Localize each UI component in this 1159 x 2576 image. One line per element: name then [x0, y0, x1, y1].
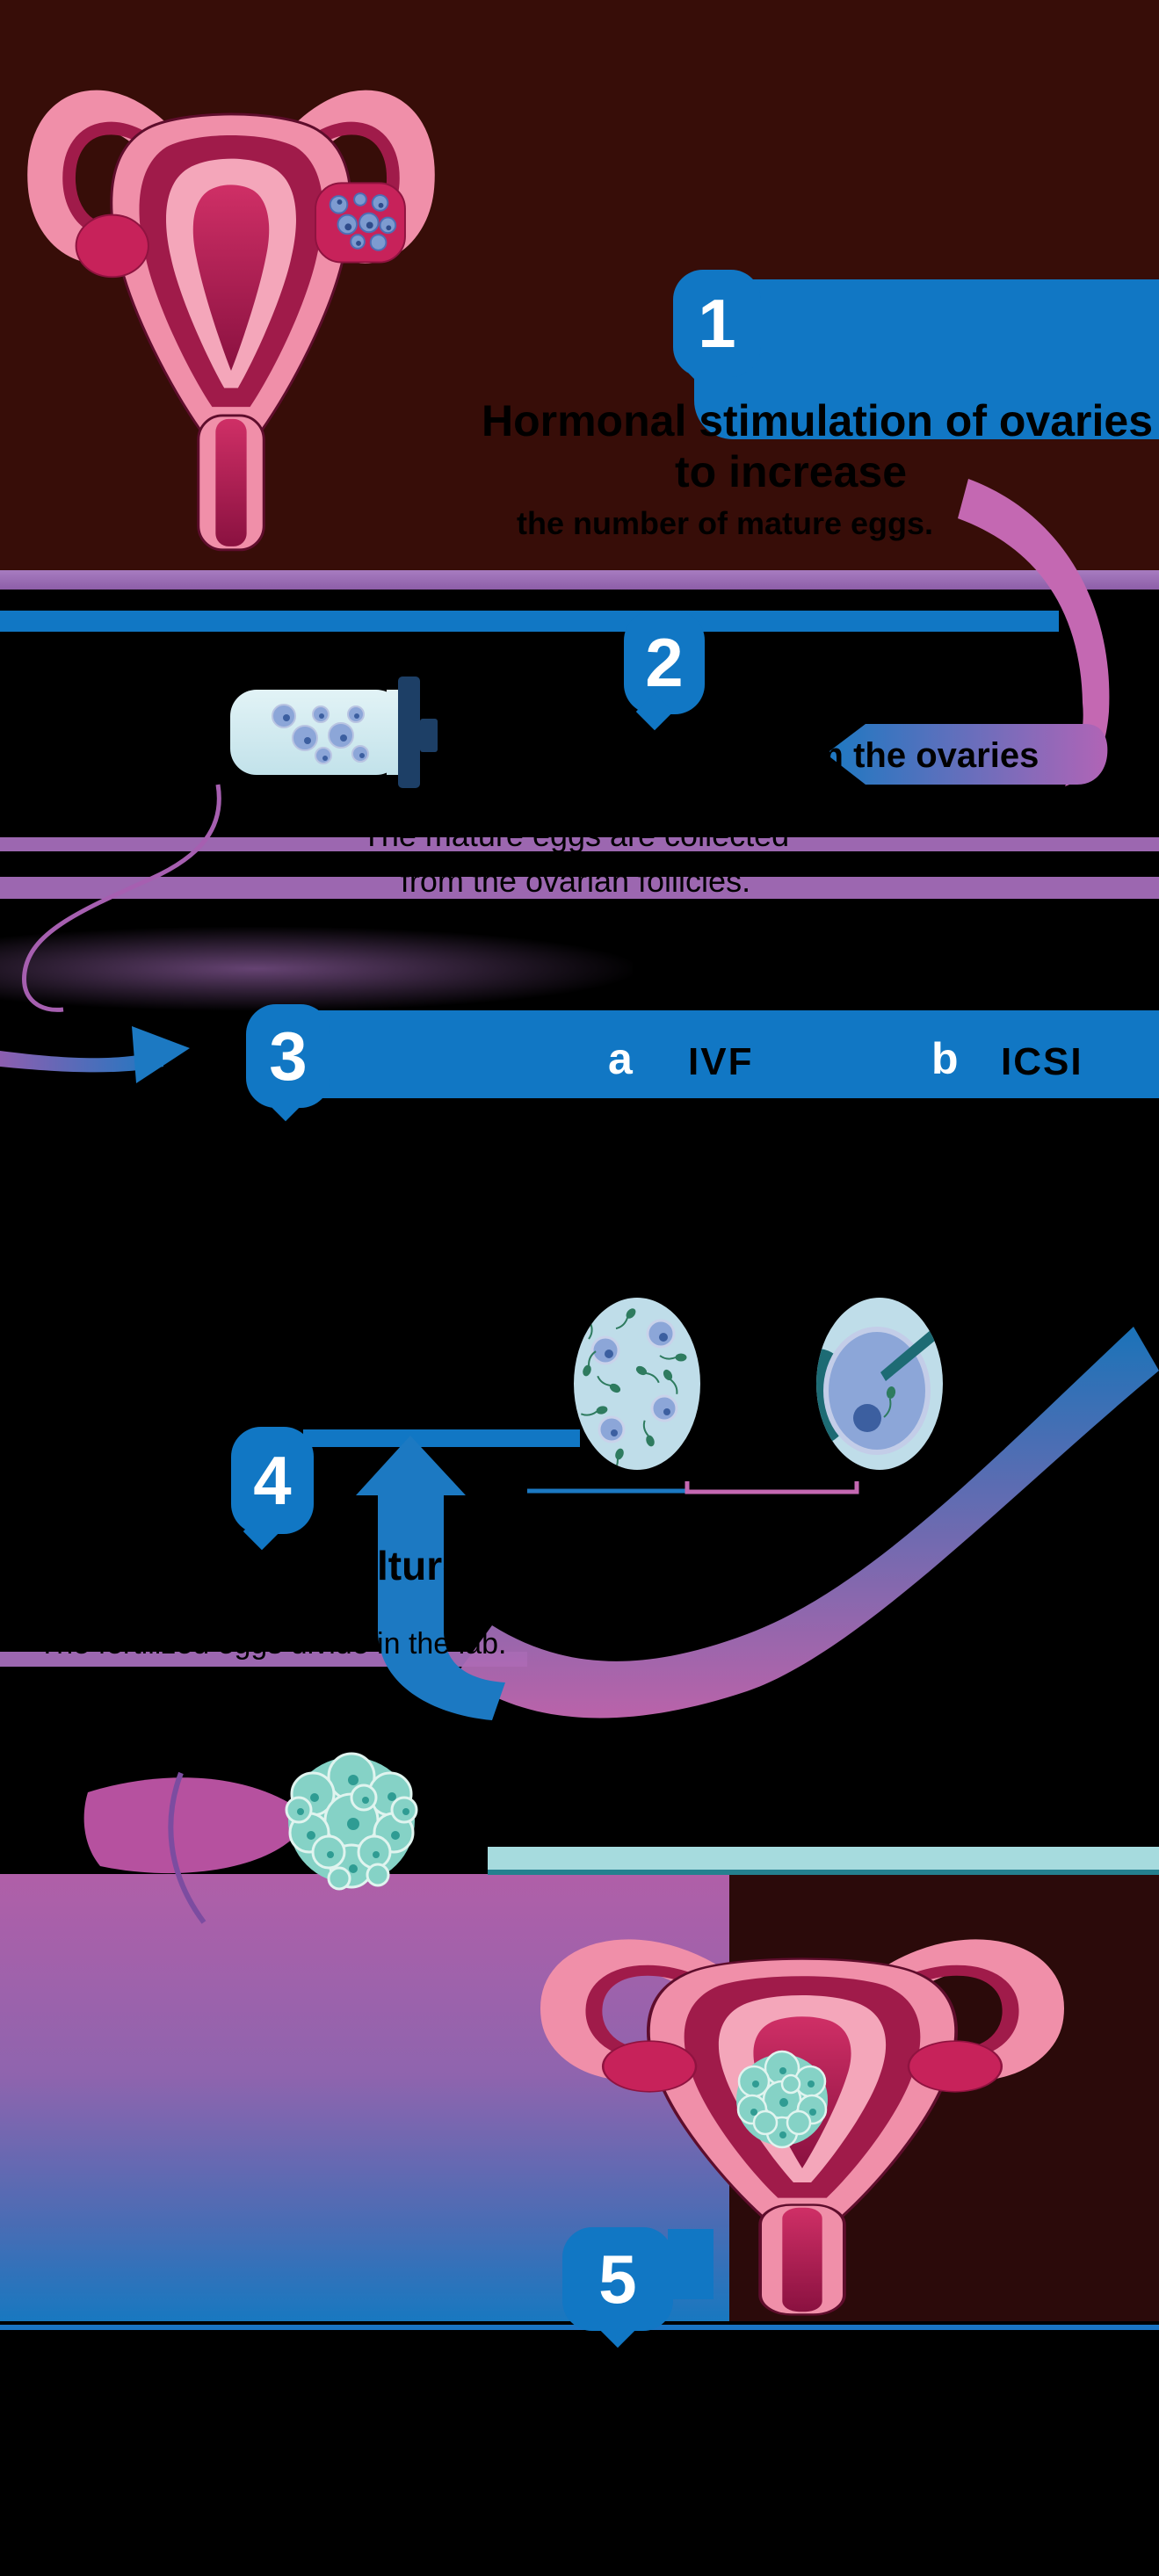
- step2-title: Egg retrieval from the ovaries: [542, 736, 1039, 775]
- purple-highlight-band-2: [0, 877, 1159, 899]
- swirl-arrow-step2-step3: [0, 784, 221, 1083]
- option-b-key: b: [931, 1034, 959, 1083]
- test-tube-with-eggs-icon: [230, 677, 438, 788]
- icsi-injection-icon: [816, 1298, 943, 1470]
- ivf-dish-sperm-eggs-icon: [574, 1298, 700, 1470]
- step4-number: 4: [253, 1442, 292, 1519]
- step2-blue-band: [0, 611, 1059, 632]
- step2-description-line1: The mature eggs are collected: [361, 817, 790, 853]
- option-b-label: ICSI: [1001, 1040, 1083, 1083]
- step3-blue-band: [290, 1010, 1159, 1098]
- step3-number: 3: [269, 1017, 308, 1095]
- uterus-with-implanted-embryo-icon: [565, 1955, 1040, 2314]
- uterus-with-ovaries-icon: [47, 109, 416, 550]
- arrow-to-blastocyst: [83, 1771, 302, 1924]
- step4-description: The fertilized eggs divide in the lab.: [38, 1627, 507, 1661]
- step2-badge: 2: [624, 611, 705, 714]
- arc-arrow-step3-step4: [457, 1327, 1159, 1719]
- step1-blue-band: [694, 279, 1159, 439]
- step4-title: Embryo culture: [168, 1543, 465, 1588]
- step5-description: The embryo is placed into the uterus.: [334, 2386, 826, 2420]
- teal-divider-line: [488, 1870, 1159, 1875]
- purple-highlight-band-1: [0, 837, 1159, 851]
- bracket-line: [527, 1481, 859, 1494]
- step5-title: Embryo transfer: [444, 2341, 716, 2379]
- purple-glow: [0, 927, 633, 1010]
- follicles-in-ovary-icon: [315, 182, 406, 264]
- teal-divider-band: [488, 1847, 1159, 1870]
- step3-title: Fertilization of the egg: [392, 1135, 768, 1174]
- step1-badge: 1: [673, 270, 761, 377]
- step4-blue-band: [303, 1429, 580, 1447]
- egg-cells-in-tube: [272, 704, 369, 764]
- arc-arrow-step1-step2: [826, 479, 1110, 786]
- step1-title-line2: to increase: [674, 447, 908, 496]
- step1-title-line1: Hormonal stimulation of ovaries: [481, 396, 1154, 445]
- up-arrow-step4: [356, 1436, 505, 1720]
- step1-number: 1: [698, 285, 736, 362]
- option-a-label: IVF: [688, 1040, 754, 1083]
- step2-description-line2: from the ovarian follicles.: [400, 863, 751, 899]
- step1-description: the number of mature eggs.: [516, 505, 934, 541]
- step5-number: 5: [598, 2240, 637, 2318]
- sperm-cells: [580, 1308, 687, 1470]
- step4-badge: 4: [231, 1427, 314, 1534]
- implanted-blastocyst: [736, 2050, 828, 2149]
- purple-divider-top: [0, 570, 1159, 590]
- option-a-key: a: [608, 1034, 633, 1083]
- step5-band: [668, 2229, 714, 2299]
- blastocyst-icon: [285, 1752, 418, 1891]
- step2-number: 2: [645, 624, 684, 701]
- egg-cells: [590, 1319, 678, 1444]
